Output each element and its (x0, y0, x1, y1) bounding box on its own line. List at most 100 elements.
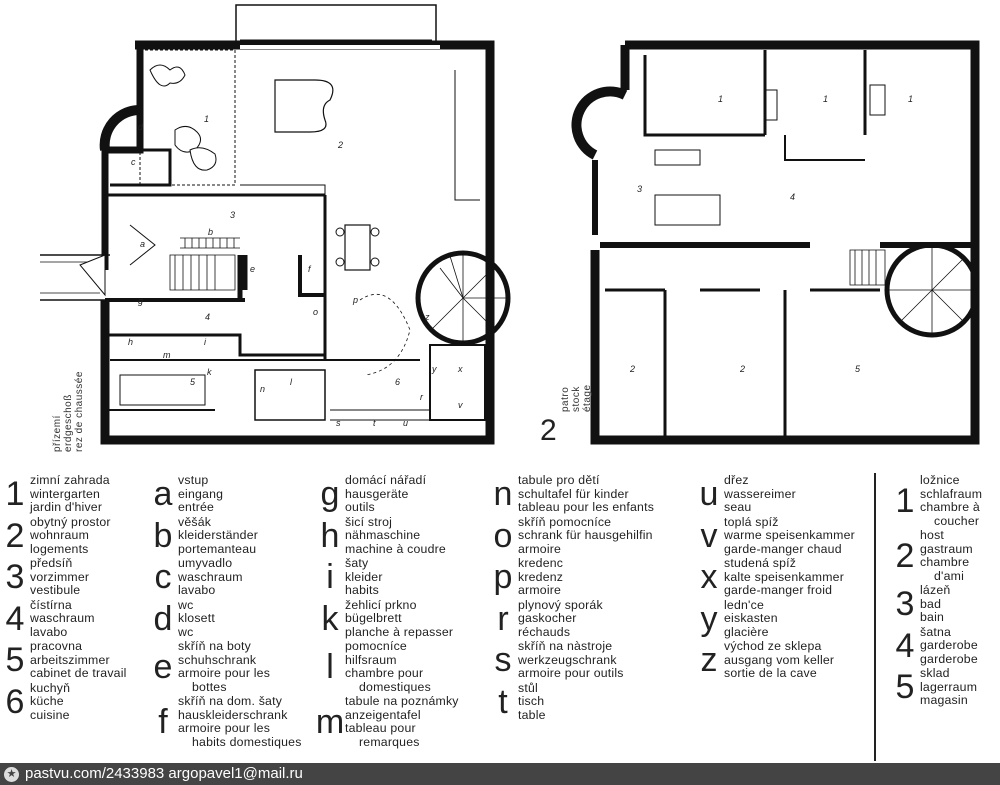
room-label-p: p (352, 295, 358, 305)
room-label-b: b (208, 227, 213, 237)
legend-line: armoire (518, 541, 562, 556)
legend-line: lagerraum (920, 679, 978, 694)
floor-plans: 1 2 3 4 5 6 a b c d e f g h i k l m n o … (40, 4, 980, 445)
legend-line: vstup (178, 473, 209, 487)
legend-key: x (700, 558, 718, 597)
legend-key: v (700, 516, 718, 555)
room-label-3: 3 (637, 184, 642, 194)
legend-line: schlafraum (920, 486, 983, 501)
legend-key: n (493, 475, 513, 514)
legend-key: a (153, 475, 173, 514)
legend-line: vestibule (30, 583, 81, 597)
legend-line: schrank für hausgehilfin (518, 528, 653, 542)
legend-line: habits (345, 583, 380, 597)
legend-key: 5 (895, 668, 915, 707)
legend-line: eiskasten (724, 611, 778, 625)
legend-line: kredenc (518, 556, 564, 570)
legend-line: wc (178, 624, 194, 639)
legend-key: b (153, 516, 173, 555)
footer-credit[interactable]: pastvu.com/2433983 argopavel1@mail.ru (25, 765, 303, 782)
legend-line: východ ze sklepa (724, 639, 822, 653)
room-label-2: 2 (629, 364, 635, 374)
upper-floor-number: 2 (540, 414, 557, 447)
legend-line: kalte speisenkammer (724, 569, 844, 584)
caption-line: rez de chaussée (74, 371, 85, 452)
legend-line: obytný prostor (30, 514, 111, 529)
legend-key: g (320, 475, 340, 514)
legend-line: skříň na nàstroje (518, 639, 613, 653)
legend-line: dřez (724, 473, 749, 487)
legend-line: sklad (920, 666, 950, 680)
legend-line: wintergarten (30, 486, 101, 501)
legend-line: garderobe (920, 651, 978, 666)
footer-bar: ★ pastvu.com/2433983 argopavel1@mail.ru (0, 763, 1000, 785)
room-label-2: 2 (337, 140, 343, 150)
legend-key: f (158, 703, 168, 741)
room-label-z: z (424, 312, 430, 322)
legend-key: l (326, 648, 334, 686)
legend-key: p (493, 558, 513, 597)
legend-line: vorzimmer (30, 569, 90, 584)
legend-line: studená spíž (724, 556, 797, 570)
room-label-1: 1 (204, 114, 209, 124)
legend-line: remarques (359, 734, 420, 749)
legend-key: 2 (895, 537, 915, 575)
legend-line: tableau pour (345, 721, 416, 735)
room-label-c: c (131, 157, 136, 167)
room-label-t: t (373, 418, 376, 428)
legend-line: pracovna (30, 639, 83, 653)
legend-key: c (154, 558, 172, 597)
legend-line: stůl (518, 680, 538, 695)
legend-line: garde-manger froid (724, 583, 833, 597)
legend-line: chambre pour (345, 666, 424, 680)
room-label-s: s (336, 418, 341, 428)
legend-line: tisch (518, 694, 545, 708)
star-icon[interactable]: ★ (4, 766, 19, 782)
legend-line: seau (724, 500, 752, 514)
legend-line: habits domestiques (192, 734, 302, 749)
legend-line: d'ami (934, 568, 965, 583)
legend-line: machine à coudre (345, 541, 446, 556)
legend-line: outils (345, 500, 375, 514)
legend-key: 4 (5, 599, 25, 638)
legend-line: sortie de la cave (724, 666, 817, 680)
legend-key: s (494, 641, 512, 680)
room-label-y: y (431, 364, 437, 374)
legend-line: armoire pour les (178, 666, 271, 680)
legend-line: kleider (345, 569, 383, 584)
ground-floor-caption: přízemí erdgeschoß rez de chaussée (52, 371, 85, 452)
legend-line: umyvadlo (178, 556, 233, 570)
room-label-d: d (138, 122, 144, 132)
legend-line: magasin (920, 693, 968, 707)
room-label-5: 5 (190, 377, 196, 387)
legend-key: k (321, 599, 339, 638)
legend-line: armoire (518, 583, 562, 597)
room-label-x: x (457, 364, 463, 374)
legend-line: kredenz (518, 569, 564, 584)
legend-line: chambre à (920, 500, 980, 514)
legend-line: skříň pomocníce (518, 514, 612, 529)
legend-key: t (498, 682, 508, 721)
legend-line: warme speisenkammer (724, 528, 855, 542)
legend-line: gastraum (920, 541, 973, 556)
legend-key: u (699, 475, 719, 514)
legend-line: kleiderständer (178, 528, 259, 542)
